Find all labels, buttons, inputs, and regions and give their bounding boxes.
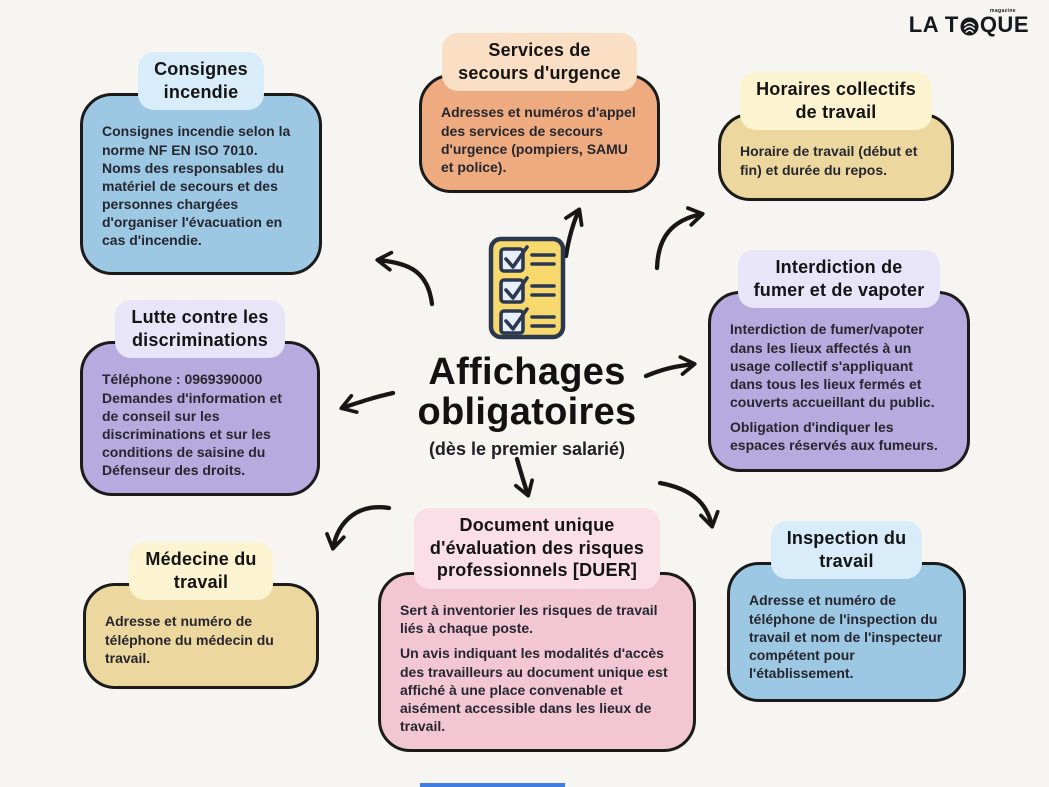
brand-tagline: magazine — [990, 8, 1016, 14]
checklist-icon — [377, 236, 677, 340]
node-body: Un avis indiquant les modalités d'accès … — [400, 645, 668, 735]
node-body: Consignes incendie selon la norme NF EN … — [102, 123, 291, 249]
node-body: Horaire de travail (début et fin) et dur… — [740, 143, 918, 178]
brand-text-left: LA T — [908, 12, 959, 37]
page-subtitle: (dès le premier salarié) — [428, 438, 626, 459]
node-inspection-travail: Inspection du travail Adresse et numéro … — [727, 521, 966, 703]
node-title: Services de secours d'urgence — [442, 33, 637, 92]
node-horaires-collectifs: Horaires collectifs de travail Horaire d… — [718, 72, 954, 202]
node-medecine-travail: Médecine du travail Adresse et numéro de… — [83, 542, 319, 690]
node-title: Horaires collectifs de travail — [740, 72, 932, 131]
node-body: Téléphone : 0969390000 Demandes d'inform… — [102, 371, 282, 479]
center-hub: Affichages obligatoires (dès le premier … — [377, 236, 677, 460]
node-body: Interdiction de fumer/vapoter dans les l… — [730, 321, 935, 411]
node-title: Interdiction de fumer et de vapoter — [737, 250, 941, 309]
node-title: Document unique d'évaluation des risques… — [413, 508, 661, 590]
brand-logo: LA T QUE magazine — [908, 8, 1029, 38]
toque-leaf-icon — [960, 16, 979, 36]
node-consignes-incendie: Consignes incendie Consignes incendie se… — [80, 52, 322, 276]
node-body: Adresse et numéro de téléphone du médeci… — [105, 613, 274, 666]
cropped-bottom-element — [420, 783, 565, 787]
node-interdiction-fumer: Interdiction de fumer et de vapoter Inte… — [708, 250, 970, 472]
brand-text-right: QUE magazine — [979, 8, 1029, 37]
node-title: Médecine du travail — [129, 542, 273, 601]
node-body: Sert à inventorier les risques de travai… — [400, 602, 658, 637]
node-body: Adresse et numéro de téléphone de l'insp… — [749, 592, 943, 682]
node-body: Obligation d'indiquer les espaces réserv… — [730, 419, 938, 454]
arrow-to-duer — [513, 456, 534, 498]
node-title: Lutte contre les discriminations — [115, 300, 285, 359]
node-body: Adresses et numéros d'appel des services… — [441, 104, 636, 175]
node-lutte-discriminations: Lutte contre les discriminations Télépho… — [80, 300, 320, 497]
node-title: Inspection du travail — [770, 521, 923, 580]
page-title: Affichages obligatoires — [417, 351, 637, 434]
node-title: Consignes incendie — [138, 52, 264, 111]
node-services-secours: Services de secours d'urgence Adresses e… — [419, 33, 660, 194]
node-document-unique-duer: Document unique d'évaluation des risques… — [378, 508, 696, 753]
